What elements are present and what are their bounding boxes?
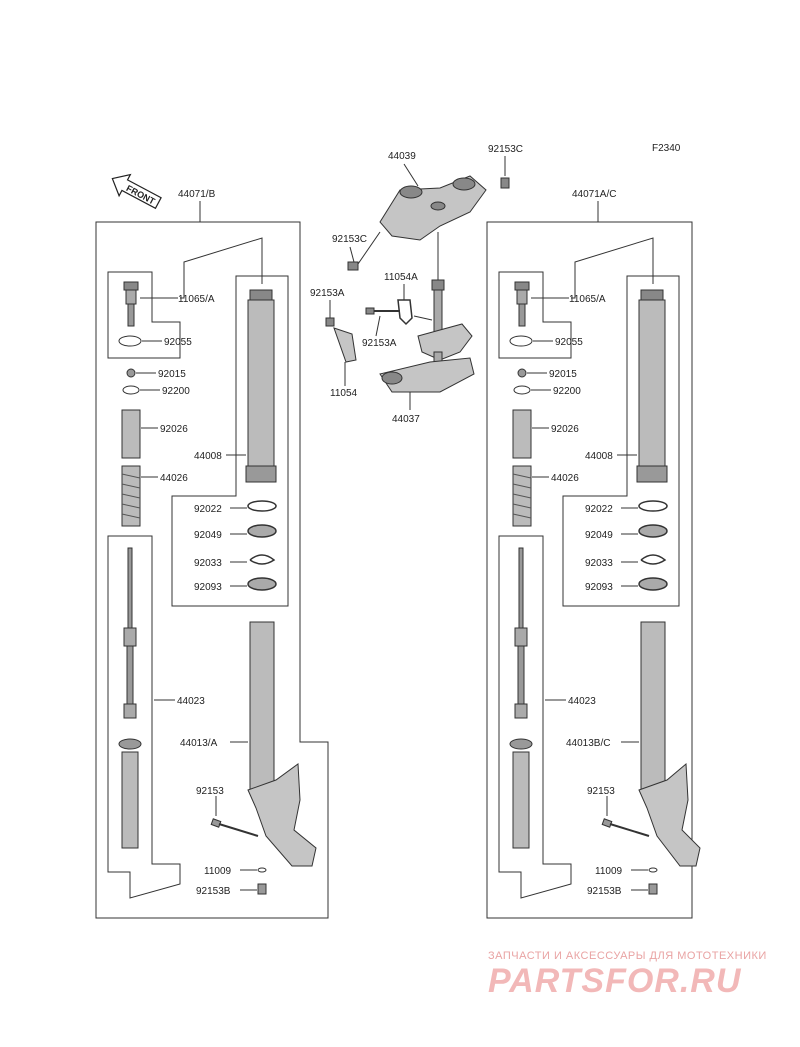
right-fork-assembly: 44071A/C 11065/A 92055 92015 92200 92026 (486, 189, 701, 919)
right-oil-seal-label: 92049 (585, 530, 613, 541)
right-oring (509, 335, 533, 347)
guide (333, 327, 357, 363)
left-assembly-frame (95, 221, 329, 919)
right-drain-bolt-label: 92153B (587, 886, 622, 897)
left-axle-bolt-label: 92153 (196, 786, 224, 797)
guide-label: 11054 (330, 388, 358, 399)
side-bolt (347, 261, 359, 271)
left-nut (126, 368, 136, 378)
clamp-bolt-a (325, 317, 335, 327)
stem-label: 44037 (392, 414, 420, 425)
right-gasket (648, 867, 658, 873)
right-spacer-label: 92026 (551, 424, 579, 435)
left-gasket-label: 11009 (204, 866, 232, 877)
left-cap-bolt (123, 281, 139, 327)
left-inner-tube (245, 289, 277, 483)
right-outer-tube-label: 44013B/C (566, 738, 610, 749)
left-oring (118, 335, 142, 347)
right-washer-label: 92200 (553, 386, 581, 397)
left-dust-seal-label: 92093 (194, 582, 222, 593)
steering-stem-group: 44039 92153C 92153C 44037 11054A (310, 144, 523, 425)
right-cylinder-label: 44023 (568, 696, 596, 707)
left-oring-label: 92055 (164, 337, 192, 348)
bracket-plate (397, 299, 413, 326)
left-circlip-label: 92033 (194, 558, 222, 569)
right-nut-label: 92015 (549, 369, 577, 380)
left-spacer-label: 92026 (160, 424, 188, 435)
right-cylinder (509, 547, 533, 849)
right-dust-seal-label: 92093 (585, 582, 613, 593)
right-spring (512, 465, 532, 527)
left-circlip (249, 554, 276, 565)
right-spacer (512, 409, 532, 459)
right-nut (517, 368, 527, 378)
left-cap-bolt-label: 11065/A (178, 294, 215, 305)
right-circlip (640, 554, 667, 565)
left-washer-label: 92200 (162, 386, 190, 397)
right-seal-ring-label: 92022 (585, 504, 613, 515)
left-outer-tube (247, 621, 317, 867)
left-oil-seal (247, 524, 277, 538)
left-fork-assembly: 44071/B 11065/A 92055 92015 92200 92026 (95, 189, 329, 919)
right-cap-bolt-label: 11065/A (569, 294, 606, 305)
right-inner-tube (636, 289, 668, 483)
front-arrow-icon: FRONT (111, 173, 162, 210)
left-seal-ring-label: 92022 (194, 504, 222, 515)
right-seal-ring (638, 500, 668, 512)
right-axle-bolt-label: 92153 (587, 786, 615, 797)
left-inner-tube-label: 44008 (194, 451, 222, 462)
left-spring (121, 465, 141, 527)
right-drain-bolt (648, 883, 658, 895)
watermark-tagline: ЗАПЧАСТИ И АКСЕССУАРЫ ДЛЯ МОТОТЕХНИКИ (488, 950, 767, 962)
side-bolt-label: 92153C (332, 234, 367, 245)
top-bolt (500, 177, 510, 189)
right-washer (513, 385, 531, 395)
left-assembly-label: 44071/B (178, 189, 216, 200)
right-dust-seal (638, 577, 668, 591)
left-spring-label: 44026 (160, 473, 188, 484)
right-assembly-label: 44071A/C (572, 189, 616, 200)
right-circlip-label: 92033 (585, 558, 613, 569)
left-nut-label: 92015 (158, 369, 186, 380)
left-cylinder (118, 547, 142, 849)
right-oil-seal (638, 524, 668, 538)
left-oil-seal-label: 92049 (194, 530, 222, 541)
clamp-bolt-b (365, 307, 400, 315)
clamp-bolt-b-label: 92153A (362, 338, 397, 349)
right-inner-tube-label: 44008 (585, 451, 613, 462)
left-outer-tube-label: 44013/A (180, 738, 218, 749)
right-spring-label: 44026 (551, 473, 579, 484)
left-cylinder-label: 44023 (177, 696, 205, 707)
clamp-bolt-a-label: 92153A (310, 288, 345, 299)
left-seal-ring (247, 500, 277, 512)
top-bolt-label: 92153C (488, 144, 523, 155)
right-cap-bolt (514, 281, 530, 327)
upper-bracket-label: 44039 (388, 151, 416, 162)
left-axle-bolt (210, 818, 259, 837)
right-axle-bolt (601, 818, 650, 837)
right-gasket-label: 11009 (595, 866, 623, 877)
right-outer-tube (638, 621, 701, 867)
right-assembly-frame (486, 221, 693, 919)
diagram-code: F2340 (652, 143, 681, 154)
left-spacer (121, 409, 141, 459)
watermark-logo: PARTSFOR.RU (488, 962, 742, 1000)
right-oring-label: 92055 (555, 337, 583, 348)
left-dust-seal (247, 577, 277, 591)
left-drain-bolt-label: 92153B (196, 886, 231, 897)
left-drain-bolt (257, 883, 267, 895)
upper-bracket (379, 175, 487, 241)
left-gasket (257, 867, 267, 873)
left-washer (122, 385, 140, 395)
watermark: ЗАПЧАСТИ И АКСЕССУАРЫ ДЛЯ МОТОТЕХНИКИ PA… (488, 950, 788, 1000)
bracket-plate-label: 11054A (384, 272, 418, 283)
stem (379, 279, 475, 393)
